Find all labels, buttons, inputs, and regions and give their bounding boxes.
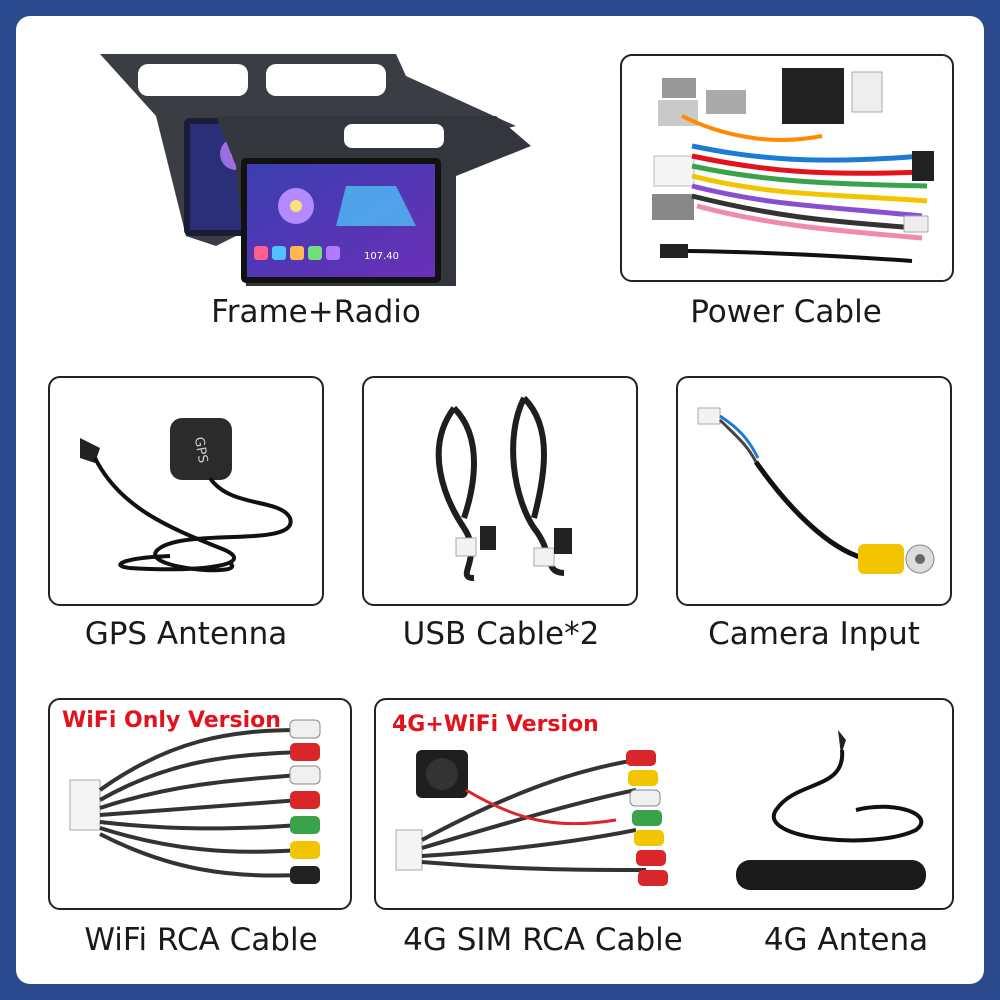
caption-4g-sim-rca-cable: 4G SIM RCA Cable <box>403 922 683 958</box>
panel-camera-input <box>676 376 952 606</box>
accessory-sheet: 0 107.40 Fra <box>16 16 984 984</box>
panel-wifi-rca-cable <box>48 698 352 910</box>
badge-wifi-only-version: WiFi Only Version <box>62 708 281 733</box>
gps-module-label: GPS <box>191 436 210 464</box>
caption-4g-antena: 4G Antena <box>763 922 929 958</box>
panel-4g-wifi-version <box>374 698 954 910</box>
frame-radio-image: 0 107.40 <box>96 46 536 296</box>
caption-frame-radio: Frame+Radio <box>211 294 421 330</box>
caption-wifi-rca-cable: WiFi RCA Cable <box>84 922 318 958</box>
radio-freq-readout: 107.40 <box>364 251 399 262</box>
panel-power-cable <box>620 54 954 282</box>
caption-usb-cable: USB Cable*2 <box>402 616 600 652</box>
caption-power-cable: Power Cable <box>690 294 882 330</box>
panel-usb-cable <box>362 376 638 606</box>
caption-gps-antenna: GPS Antenna <box>84 616 288 652</box>
panel-gps-antenna: GPS <box>48 376 324 606</box>
badge-4g-wifi-version: 4G+WiFi Version <box>392 712 599 737</box>
caption-camera-input: Camera Input <box>708 616 920 652</box>
